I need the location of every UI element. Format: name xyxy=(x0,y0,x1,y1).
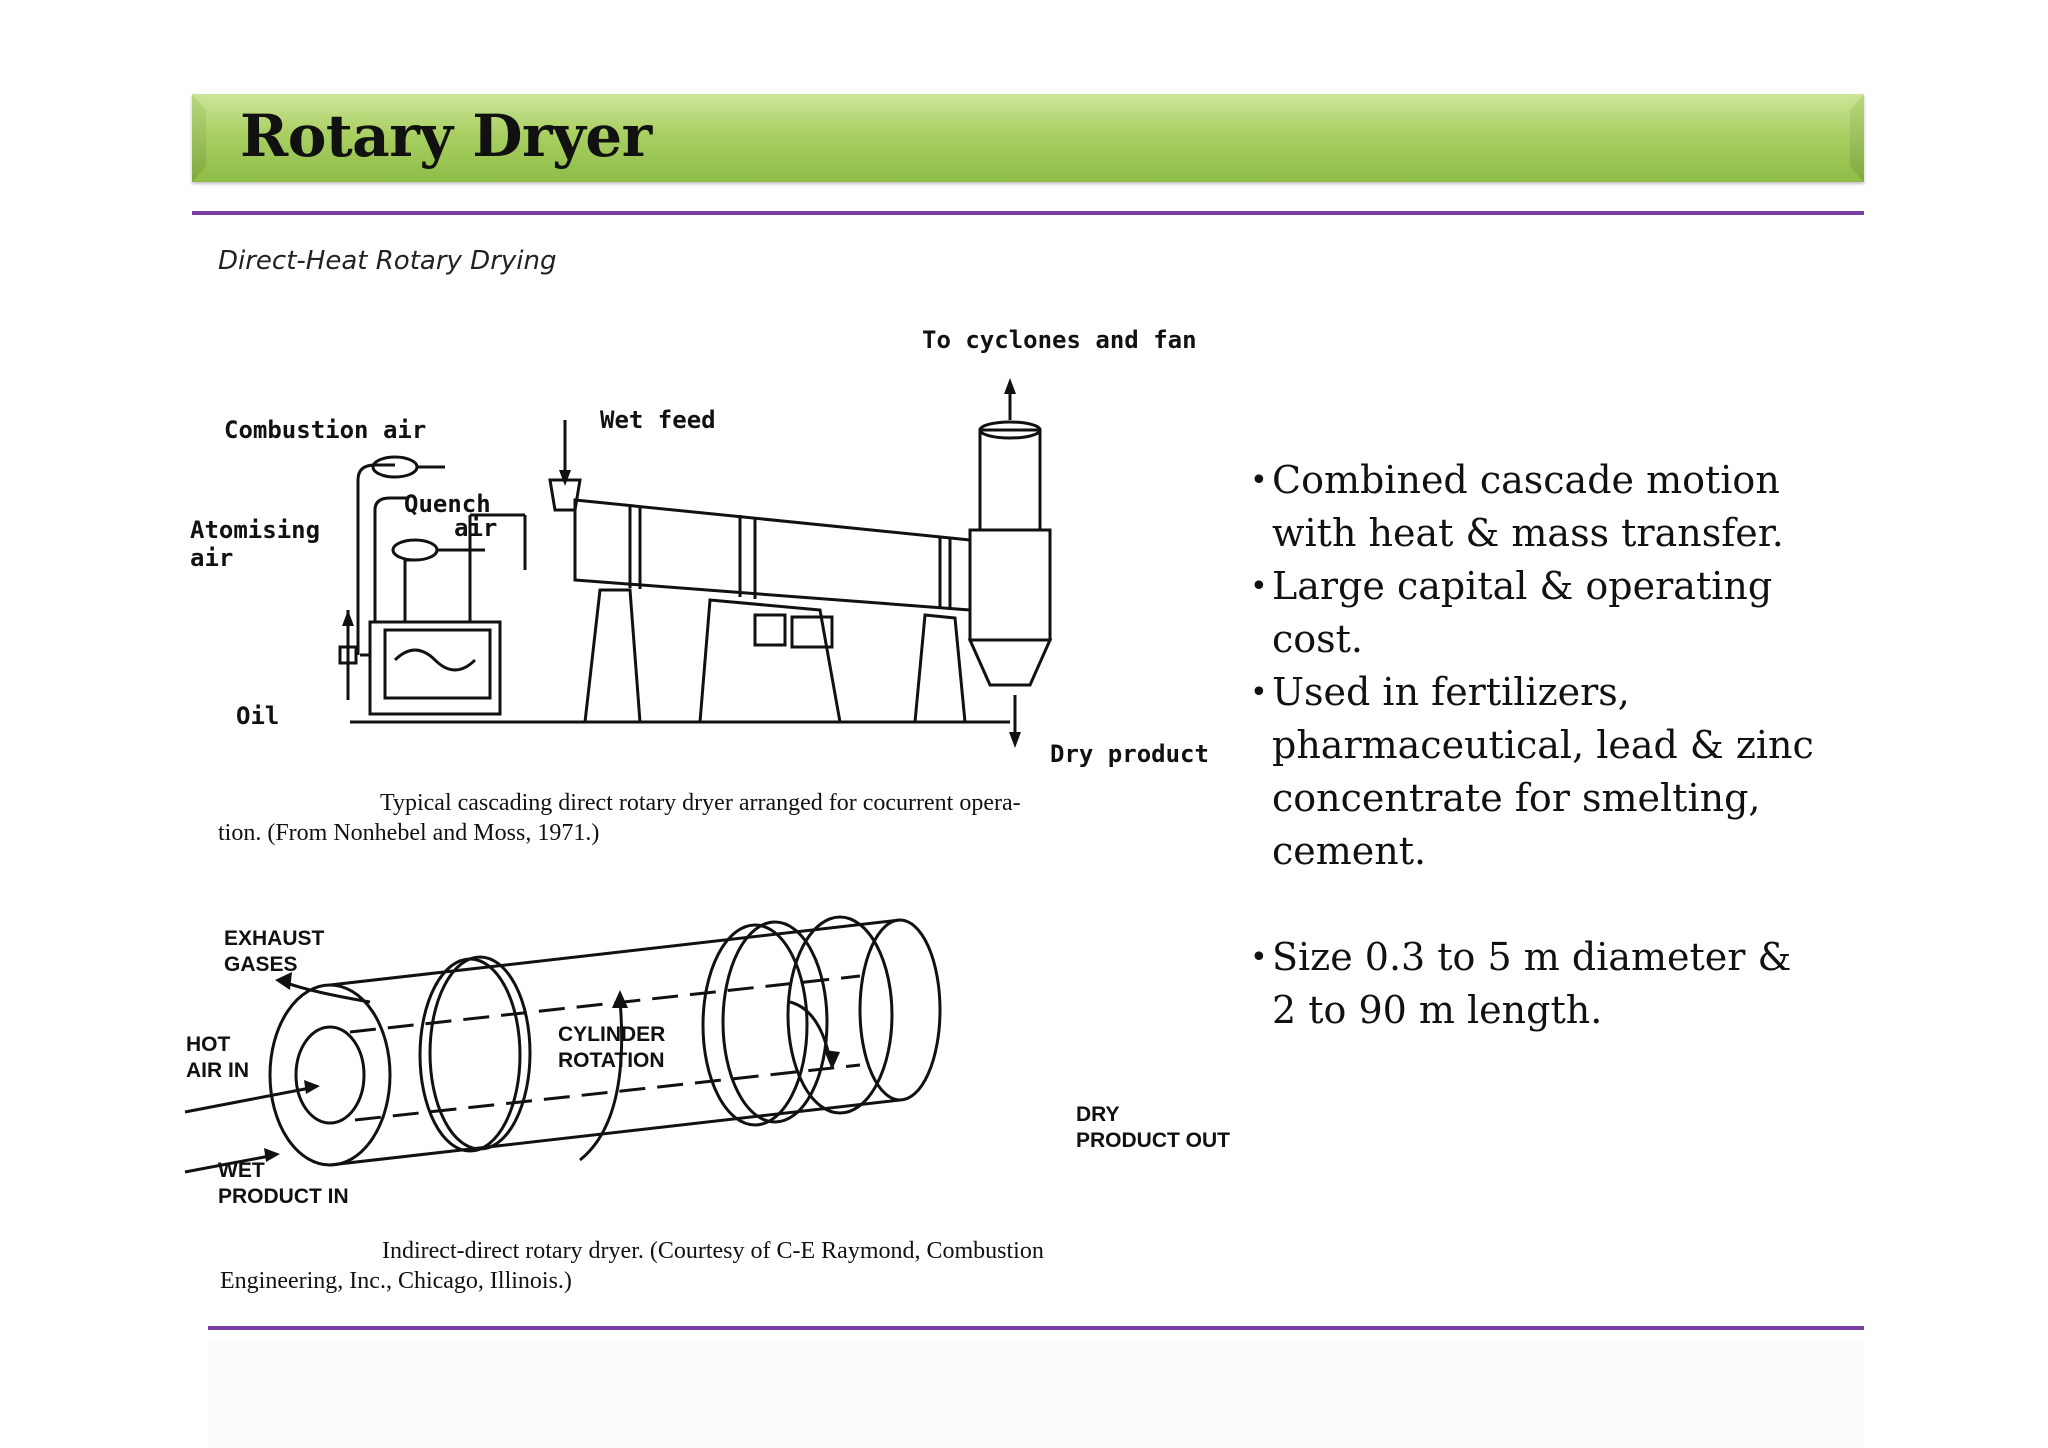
bullet-line: Large capital & operating cost. xyxy=(1272,564,1773,661)
label-dry-line2: PRODUCT OUT xyxy=(1076,1129,1230,1152)
bottom-dryer-drawing xyxy=(184,915,942,1174)
label-to-cyclones: To cyclones and fan xyxy=(922,326,1197,354)
label-quench: Quench xyxy=(404,490,491,518)
label-exhaust-gases: EXHAUST GASES xyxy=(224,926,324,978)
bullet-dot: • xyxy=(1250,569,1268,604)
figure-heading: Direct-Heat Rotary Drying xyxy=(218,246,557,276)
bullet-line: with heat & mass transfer. xyxy=(1272,511,1784,555)
label-dry-product: Dry product xyxy=(1050,740,1209,768)
bullet-dot: • xyxy=(1250,940,1268,975)
label-atomising-air: air xyxy=(190,544,234,572)
dryer-diagrams xyxy=(184,378,1053,1174)
label-wet-line2: PRODUCT IN xyxy=(218,1185,349,1208)
bullet-line: Combined cascade motion xyxy=(1272,458,1780,502)
label-hot-line2: AIR IN xyxy=(186,1059,249,1082)
bullet-line: concentrate for smelting, xyxy=(1272,776,1761,820)
label-hot-line1: HOT xyxy=(186,1033,231,1056)
bullet-item: • Combined cascade motion with heat & ma… xyxy=(1250,454,1870,560)
label-cylinder-line2: ROTATION xyxy=(558,1049,665,1072)
footer-band xyxy=(208,1340,1864,1448)
label-dry-product-out: DRY PRODUCT OUT xyxy=(1076,1102,1230,1154)
top-caption-line1: Typical cascading direct rotary dryer ar… xyxy=(380,790,1021,816)
bullet-item: • Large capital & operating cost. xyxy=(1250,560,1870,666)
title-band: Rotary Dryer xyxy=(192,94,1864,182)
bottom-dryer-arrows xyxy=(264,972,840,1162)
label-cylinder-line1: CYLINDER xyxy=(558,1023,666,1046)
label-exhaust-line2: GASES xyxy=(224,953,298,976)
label-dry-line1: DRY xyxy=(1076,1103,1120,1126)
bullet-list: • Combined cascade motion with heat & ma… xyxy=(1250,454,1870,1037)
label-quench-air: air xyxy=(454,514,498,542)
bottom-divider xyxy=(208,1326,1864,1330)
bullet-line: Size 0.3 to 5 m diameter & xyxy=(1272,935,1792,979)
bullet-line: Used in fertilizers, xyxy=(1272,670,1630,714)
label-exhaust-line1: EXHAUST xyxy=(224,927,325,950)
top-dryer-arrows xyxy=(342,378,1021,748)
label-wet-feed: Wet feed xyxy=(600,406,716,434)
label-cylinder-rotation: CYLINDER ROTATION xyxy=(558,1022,665,1074)
bullet-item: • Size 0.3 to 5 m diameter & 2 to 90 m l… xyxy=(1250,931,1870,1037)
top-dryer-drawing xyxy=(338,385,1053,740)
bullet-line: pharmaceutical, lead & zinc xyxy=(1272,723,1814,767)
top-caption-line2: tion. (From Nonhebel and Moss, 1971.) xyxy=(218,820,600,846)
label-hot-air-in: HOT AIR IN xyxy=(186,1032,249,1084)
bottom-caption-line2: Engineering, Inc., Chicago, Illinois.) xyxy=(220,1268,572,1294)
top-divider xyxy=(192,211,1864,215)
bottom-caption-line1: Indirect-direct rotary dryer. (Courtesy … xyxy=(382,1238,1044,1264)
bottom-caption: Indirect-direct rotary dryer. (Courtesy … xyxy=(220,1236,1190,1296)
slide-title: Rotary Dryer xyxy=(240,102,652,170)
bullet-dot: • xyxy=(1250,463,1268,498)
bullet-item: • Used in fertilizers, pharmaceutical, l… xyxy=(1250,666,1870,878)
bullet-gap xyxy=(1250,878,1870,931)
top-caption: Typical cascading direct rotary dryer ar… xyxy=(218,788,1188,848)
label-combustion-air: Combustion air xyxy=(224,416,427,444)
label-atomising: Atomising xyxy=(190,516,321,544)
bullet-line: 2 to 90 m length. xyxy=(1272,988,1603,1032)
bullet-dot: • xyxy=(1250,675,1268,710)
bullet-line: cement. xyxy=(1272,829,1427,873)
label-oil: Oil xyxy=(236,702,280,730)
